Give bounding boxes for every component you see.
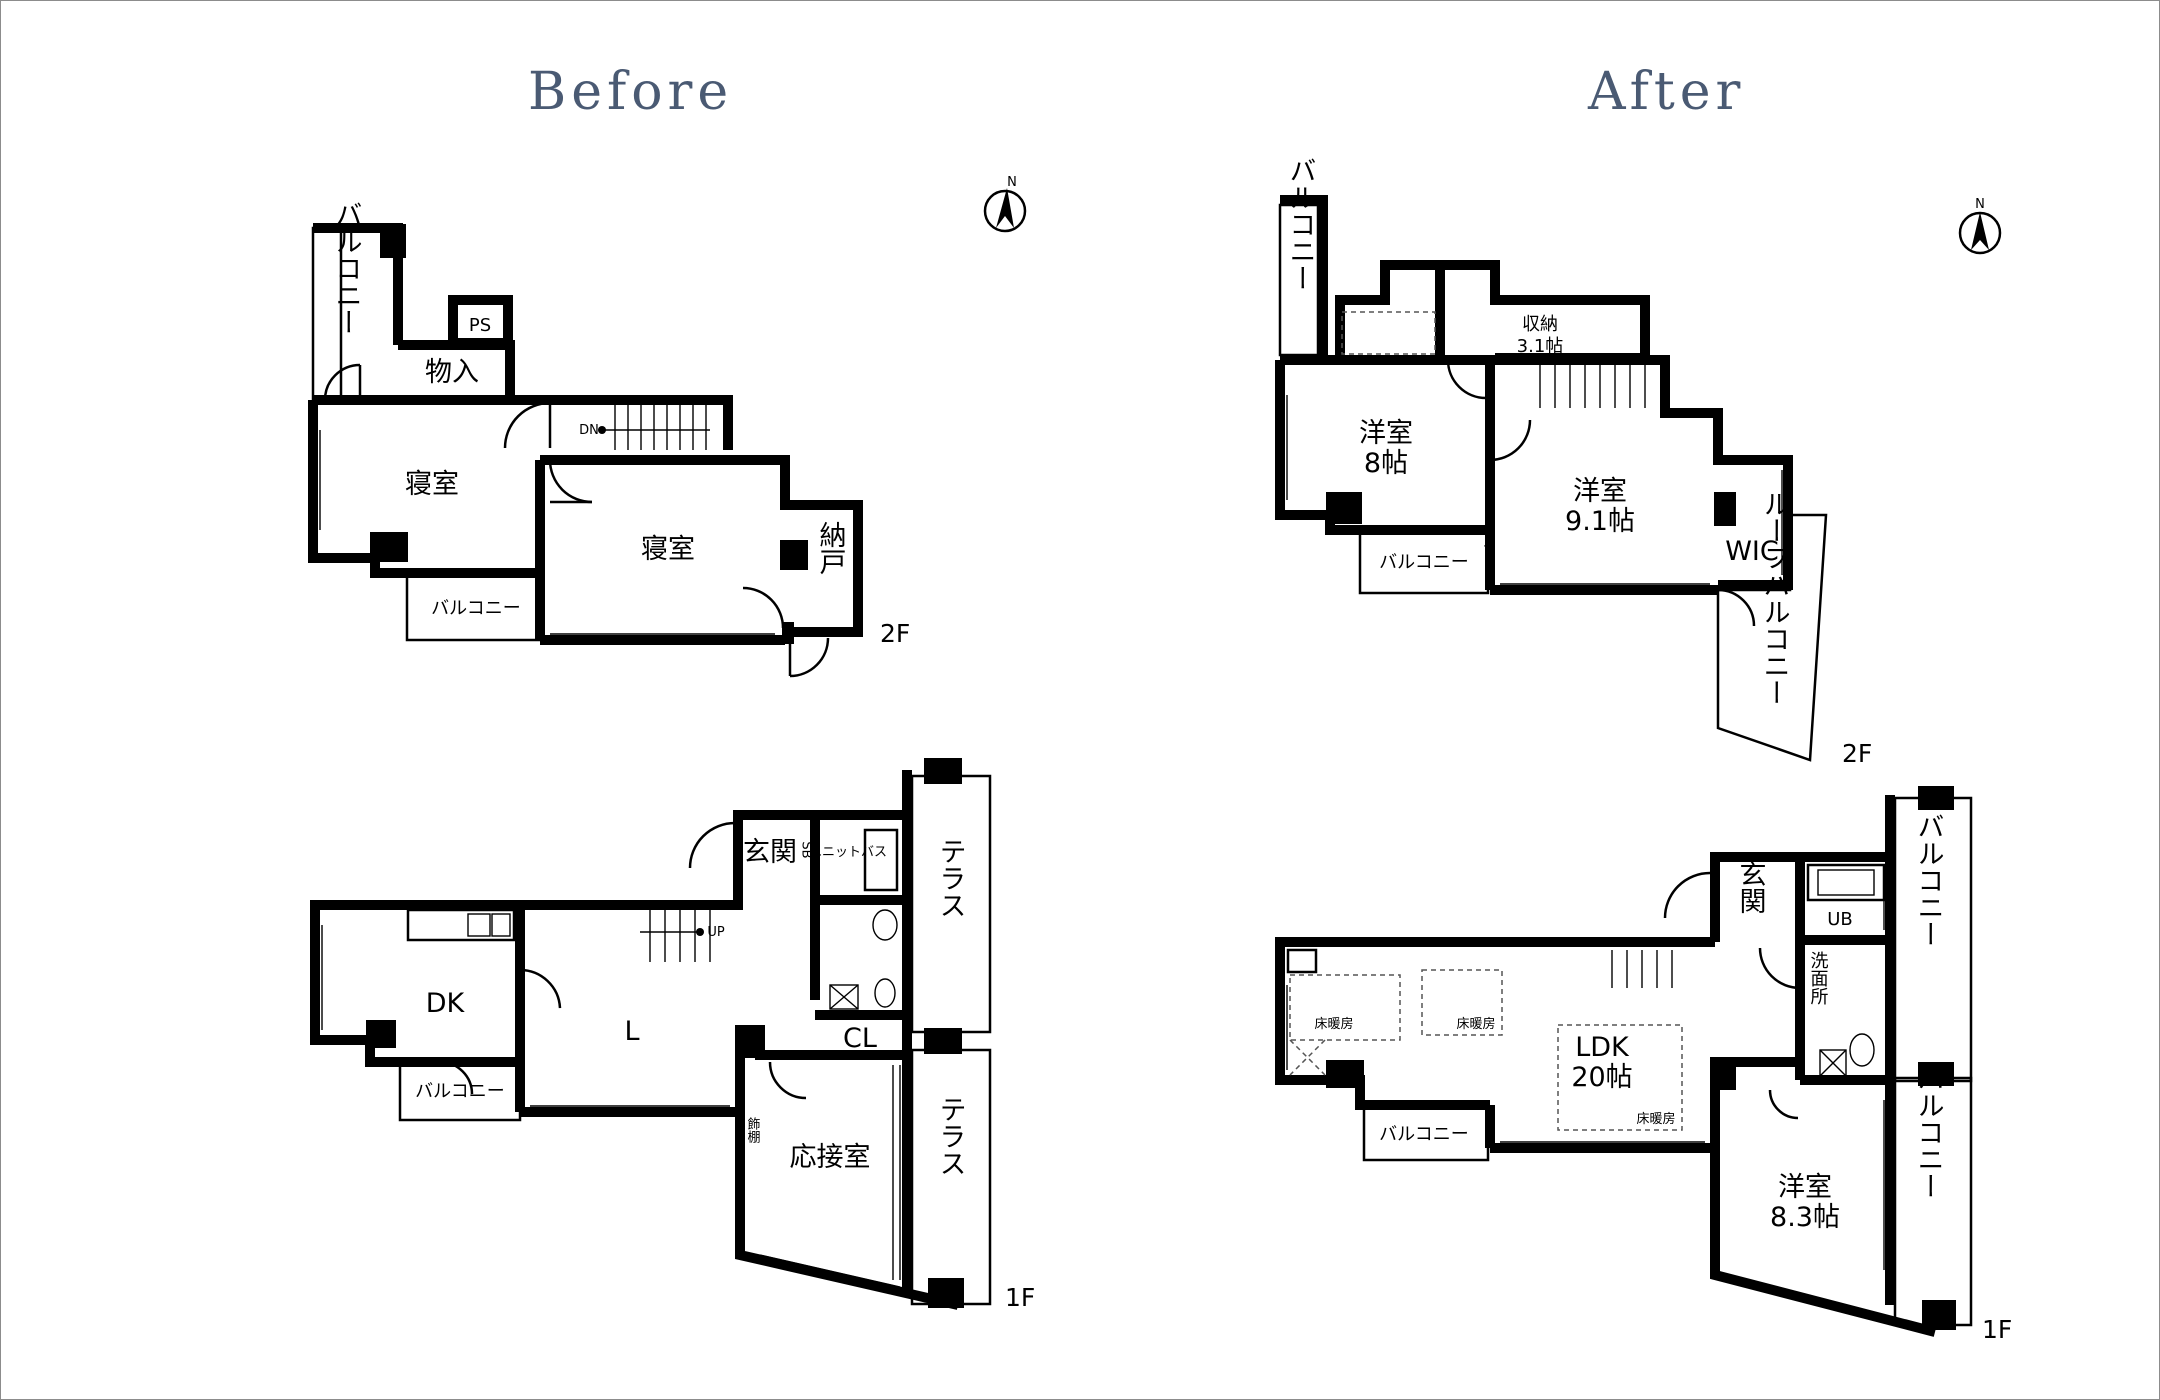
balcony-label: バルコニー xyxy=(1379,1124,1469,1145)
roof-balcony-label: ルーフバルコニー xyxy=(1759,490,1790,706)
storage-size-label: 3.1帖 xyxy=(1517,336,1564,357)
ldk-size-label: 20帖 xyxy=(1571,1062,1632,1093)
before-heading: Before xyxy=(528,62,734,122)
after-floor-2-plan: バルコニー 収納 3.1帖 洋室 8帖 洋室 9.1帖 WIC バルコニー ルー… xyxy=(1275,157,1872,768)
western-room-label: 洋室 xyxy=(1359,418,1413,449)
reception-label: 応接室 xyxy=(790,1142,871,1173)
balcony-label: バルコニー xyxy=(415,1081,505,1102)
storage-label: 物入 xyxy=(425,357,479,388)
ub-label: UB xyxy=(1827,909,1853,930)
western-room-size-label: 8帖 xyxy=(1364,448,1408,479)
western-room-size-label: 9.1帖 xyxy=(1565,506,1635,537)
ldk-label: LDK xyxy=(1575,1032,1630,1063)
floor-heating-label: 床暖房 xyxy=(1314,1016,1353,1032)
shelf-label: 飾棚 xyxy=(745,1117,761,1143)
unit-bath-label: ユニットバス xyxy=(809,845,887,860)
floor-label: 1F xyxy=(1005,1283,1035,1312)
north-compass-icon: N xyxy=(983,175,1027,233)
wic-label: WIC xyxy=(1725,536,1779,567)
entrance-label: 玄関 xyxy=(1735,860,1766,914)
western-room-label: 洋室 xyxy=(1778,1172,1832,1203)
stairs-label: UP xyxy=(707,925,725,940)
after-heading: After xyxy=(1588,62,1746,122)
ps-label: PS xyxy=(469,315,491,336)
floor-heating-label: 床暖房 xyxy=(1456,1016,1495,1032)
north-label: N xyxy=(1007,175,1017,190)
entrance-label: 玄関 xyxy=(743,837,797,868)
floor-heating-label: 床暖房 xyxy=(1636,1111,1675,1127)
balcony-label: バルコニー xyxy=(431,598,521,619)
dk-label: DK xyxy=(426,988,466,1019)
after-floor-1-plan: 玄関 UB 洗面所 LDK 20帖 床暖房 床暖房 床暖房 洋室 8.3帖 バル… xyxy=(1275,786,2012,1344)
north-label: N xyxy=(1975,197,1985,212)
balcony-label: バルコニー xyxy=(1285,157,1316,292)
balcony-label: バルコニー xyxy=(1379,552,1469,573)
balcony-label: バルコニー xyxy=(1913,813,1944,948)
balcony-label: バルコニー xyxy=(1913,1065,1944,1200)
before-floor-1-plan: 玄関 SB ユニットバス DK L CL 応接室 飾棚 テラス テラス バルコニ… xyxy=(310,758,1035,1312)
cl-label: CL xyxy=(843,1023,877,1054)
floor-label: 1F xyxy=(1982,1315,2012,1344)
living-label: L xyxy=(624,1016,639,1047)
floor-label: 2F xyxy=(880,619,910,648)
balcony-label: バルコニー xyxy=(331,201,362,336)
closet-label: 納戸 xyxy=(815,521,847,575)
north-compass-icon: N xyxy=(1958,197,2002,255)
floor-label: 2F xyxy=(1842,739,1872,768)
stairs-label: DN xyxy=(579,423,599,438)
western-room-size-label: 8.3帖 xyxy=(1770,1202,1840,1233)
bedroom-label: 寝室 xyxy=(641,534,695,565)
storage-label: 収納 xyxy=(1522,314,1558,335)
shoe-box-label: SB xyxy=(799,841,814,858)
terrace-label: テラス xyxy=(935,838,966,919)
western-room-label: 洋室 xyxy=(1573,476,1627,507)
bedroom-label: 寝室 xyxy=(405,469,459,500)
terrace-label: テラス xyxy=(935,1096,966,1177)
washroom-label: 洗面所 xyxy=(1808,951,1829,1005)
before-floor-2-plan: バルコニー PS 物入 寝室 寝室 納戸 バルコニー DN 2F xyxy=(308,201,910,678)
